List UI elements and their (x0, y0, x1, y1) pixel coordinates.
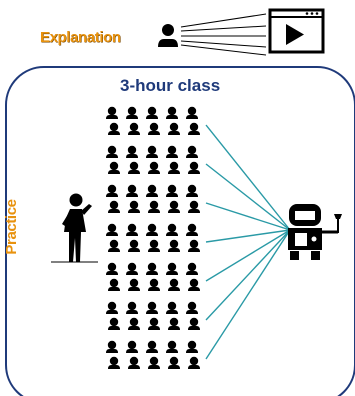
audience-row-icon (106, 301, 200, 330)
audience-row-icon (106, 223, 200, 252)
row-connector-line (205, 229, 291, 282)
practice-label: Practice (3, 199, 20, 255)
row-connector-line (205, 229, 291, 243)
audience-row-icon (106, 340, 200, 369)
audience-row-icon (106, 184, 200, 213)
video-player-icon (268, 8, 325, 54)
class-box (5, 66, 355, 396)
row-connector-line (205, 124, 291, 231)
audience-rows (106, 106, 200, 369)
class-title: 3-hour class (120, 76, 221, 95)
audience-row-icon (106, 145, 200, 174)
row-connector-line (205, 229, 291, 321)
row-connector-line (205, 202, 291, 231)
row-connector-line (205, 229, 291, 360)
row-connectors (205, 124, 291, 360)
explanation-connector-lines (180, 13, 267, 56)
instructor-icon (51, 193, 98, 263)
presenter-icon (158, 24, 178, 47)
row-connector-line (205, 163, 291, 231)
robot-icon (288, 204, 342, 260)
audience-row-icon (106, 106, 200, 135)
explanation-label: Explanation (40, 29, 121, 46)
audience-row-icon (106, 262, 200, 291)
